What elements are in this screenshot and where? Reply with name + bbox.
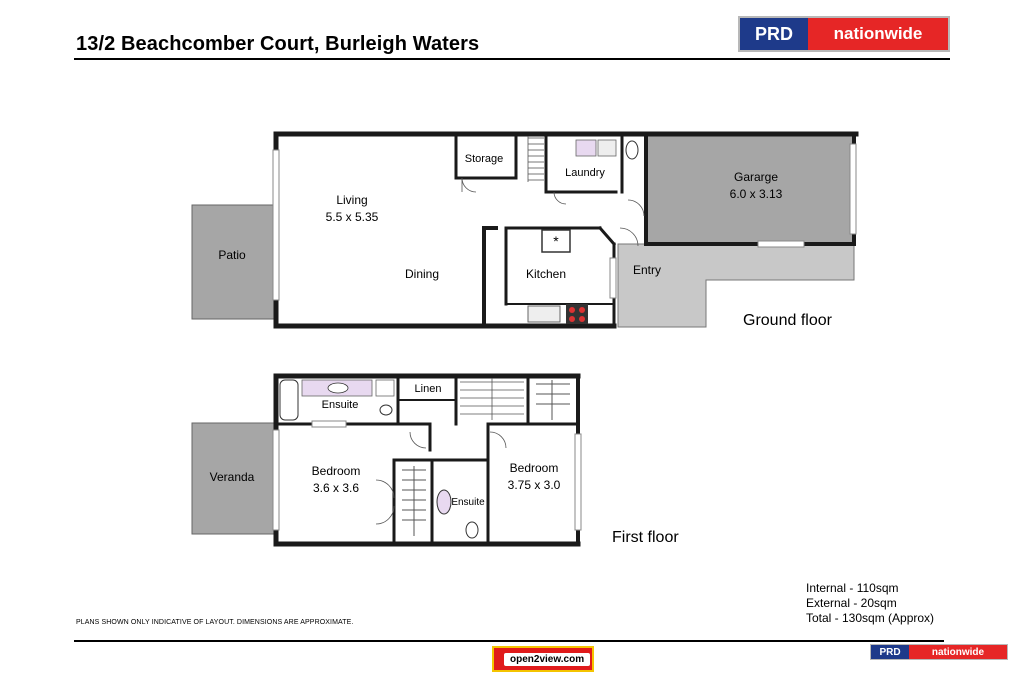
- svg-text:*: *: [553, 233, 559, 249]
- room-laundry: Laundry: [565, 167, 605, 179]
- room-ensuite-main: Ensuite: [321, 399, 359, 411]
- doors: [461, 177, 645, 247]
- room-kitchen: Kitchen: [525, 267, 567, 281]
- room-garage-name: Gararge: [733, 170, 779, 184]
- room-bedroom-1-dims: 3.6 x 3.6: [312, 481, 360, 495]
- kitchen-sink: [527, 305, 561, 323]
- kitchen-cooktop: [566, 304, 588, 324]
- ground-stairs: [527, 136, 544, 182]
- room-bedroom-2-name: Bedroom: [509, 461, 559, 475]
- disclaimer: PLANS SHOWN ONLY INDICATIVE OF LAYOUT. D…: [76, 619, 354, 626]
- fridge-space: [541, 229, 571, 253]
- windows: [272, 143, 857, 301]
- room-garage: Gararge 6.0 x 3.13: [706, 170, 806, 202]
- room-linen: Linen: [414, 383, 442, 395]
- area-external: External - 20sqm: [806, 596, 897, 610]
- room-living-dims: 5.5 x 5.35: [325, 210, 379, 224]
- prd-logo-bottom-right: nationwide: [909, 645, 1007, 659]
- robe-hatching: [402, 380, 570, 536]
- patio-area: [191, 204, 277, 320]
- room-veranda: Veranda: [209, 470, 255, 484]
- room-entry: Entry: [632, 263, 661, 277]
- garage-area: [648, 136, 854, 244]
- footer-rule: [74, 640, 944, 642]
- area-summary: Internal - 110sqm External - 20sqm Total…: [806, 581, 934, 626]
- room-bedroom-1-name: Bedroom: [311, 464, 361, 478]
- area-internal: Internal - 110sqm: [806, 581, 899, 595]
- room-garage-dims: 6.0 x 3.13: [729, 187, 783, 201]
- room-bedroom-2-dims: 3.75 x 3.0: [507, 478, 561, 492]
- prd-logo-bottom-left: PRD: [871, 645, 909, 659]
- ground-floor-label: Ground floor: [743, 312, 832, 329]
- first-floor-windows: [272, 420, 582, 531]
- first-floor-label: First floor: [612, 529, 679, 546]
- room-patio: Patio: [218, 248, 246, 262]
- header-rule: [74, 58, 950, 60]
- first-stairs: [460, 378, 524, 420]
- room-storage: Storage: [464, 153, 504, 165]
- room-bedroom-1: Bedroom 3.6 x 3.6: [296, 464, 376, 496]
- room-living: Living 5.5 x 5.35: [302, 193, 402, 225]
- area-total: Total - 130sqm (Approx): [806, 611, 935, 625]
- open2view-text: open2view.com: [504, 652, 591, 666]
- room-ensuite-small: Ensuite: [451, 497, 485, 508]
- bathtub: [279, 379, 299, 421]
- prd-logo-bottom: PRD nationwide: [870, 644, 1008, 660]
- open2view-badge: open2view.com: [492, 646, 594, 672]
- room-bedroom-2: Bedroom 3.75 x 3.0: [496, 461, 572, 493]
- prd-logo-top: PRD nationwide: [738, 16, 950, 52]
- property-title: 13/2 Beachcomber Court, Burleigh Waters: [76, 33, 480, 55]
- room-dining: Dining: [404, 267, 440, 281]
- prd-logo-left: PRD: [740, 18, 808, 50]
- room-living-name: Living: [336, 193, 368, 207]
- prd-logo-right: nationwide: [808, 18, 948, 50]
